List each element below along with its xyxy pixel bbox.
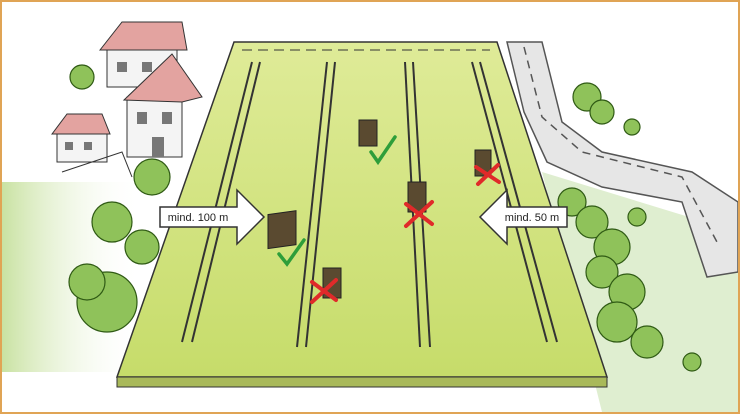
right-distance-label: mind. 50 m xyxy=(505,212,559,224)
house-small xyxy=(52,114,110,162)
field-edge xyxy=(117,377,607,387)
left-distance-label: mind. 100 m xyxy=(168,212,229,224)
